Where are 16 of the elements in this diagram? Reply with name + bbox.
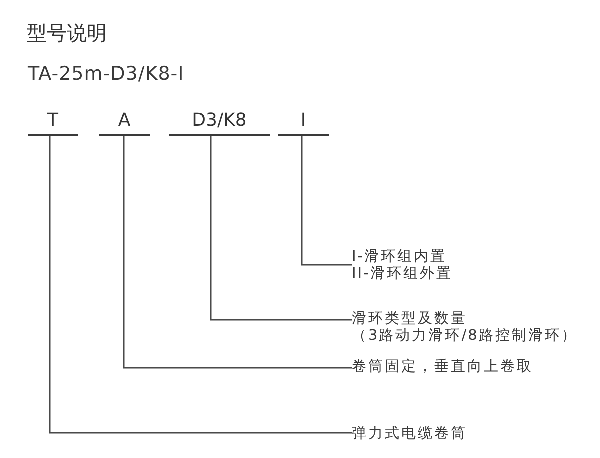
- leader-line: [301, 136, 352, 266]
- description-text: 弹力式电缆卷筒: [352, 426, 468, 443]
- code-segment: I: [278, 108, 329, 136]
- description-text: 滑环类型及数量: [352, 311, 468, 328]
- code-segment: A: [99, 108, 150, 136]
- code-segment: T: [28, 108, 78, 136]
- leader-line: [123, 136, 352, 369]
- description-text: II-滑环组外置: [352, 266, 453, 283]
- leader-line: [49, 136, 352, 434]
- code-segment: D3/K8: [169, 108, 270, 136]
- description-text: I-滑环组内置: [352, 249, 448, 266]
- heading: 型号说明: [27, 21, 107, 45]
- model-number: TA-25m-D3/K8-I: [28, 62, 184, 86]
- description-text: （3路动力滑环/8路控制滑环）: [352, 328, 578, 345]
- leader-line: [210, 136, 352, 321]
- description-text: 卷筒固定，垂直向上卷取: [352, 359, 534, 376]
